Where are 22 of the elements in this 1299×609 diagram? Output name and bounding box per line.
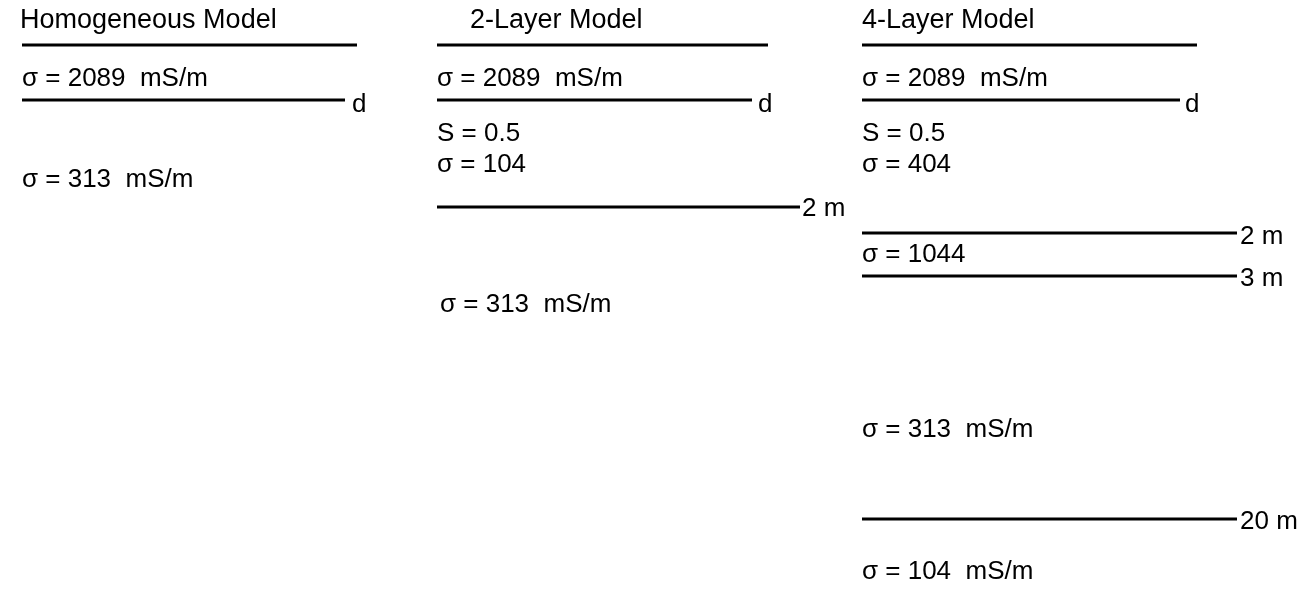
conductivity-label: σ = 2089 mS/m: [22, 62, 208, 92]
heading: Homogeneous Model: [20, 4, 277, 34]
depth-label: 3 m: [1240, 262, 1284, 292]
depth-label: 2 m: [1240, 220, 1284, 250]
heading: 4-Layer Model: [862, 4, 1035, 34]
conductivity-label: σ = 2089 mS/m: [862, 62, 1048, 92]
conductivity-label: σ = 313 mS/m: [862, 413, 1034, 443]
parameter-label: S = 0.5: [862, 117, 946, 147]
depth-label: 20 m: [1240, 505, 1298, 535]
conductivity-label: σ = 2089 mS/m: [437, 62, 623, 92]
parameter-label: S = 0.5: [437, 117, 521, 147]
conductivity-label: σ = 104: [437, 148, 527, 178]
conductivity-label: σ = 1044: [862, 238, 966, 268]
conductivity-label: σ = 313 mS/m: [440, 288, 612, 318]
depth-label: d: [1185, 88, 1200, 118]
conductivity-label: σ = 313 mS/m: [22, 163, 194, 193]
depth-label: d: [758, 88, 773, 118]
heading: 2-Layer Model: [470, 4, 643, 34]
depth-label: 2 m: [802, 192, 846, 222]
conductivity-label: σ = 104 mS/m: [862, 555, 1034, 585]
depth-label: d: [352, 88, 367, 118]
conductivity-label: σ = 404: [862, 148, 952, 178]
